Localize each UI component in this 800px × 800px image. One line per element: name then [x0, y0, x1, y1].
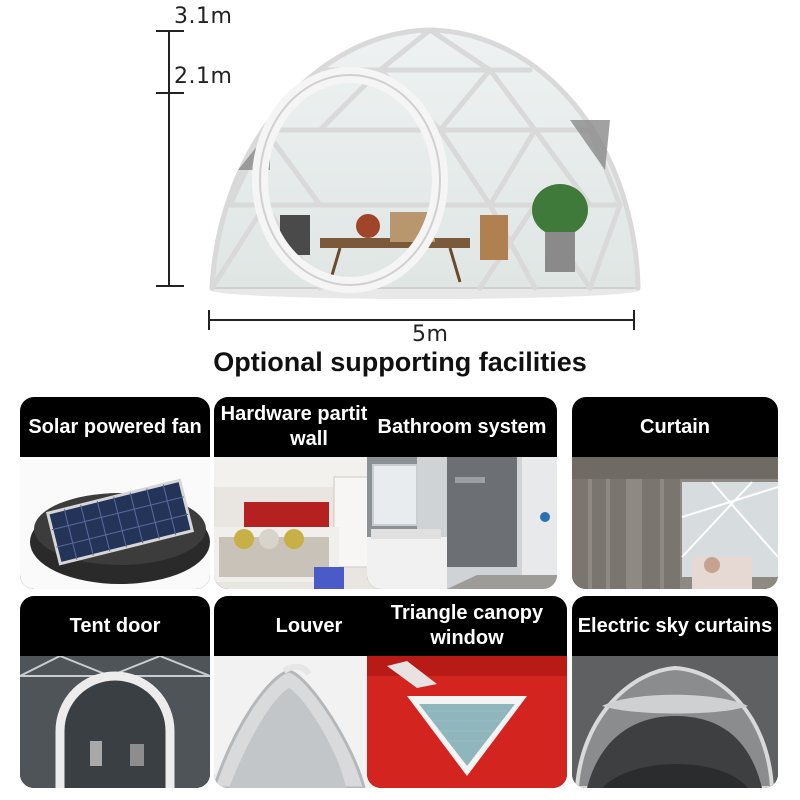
- curtain-icon: [572, 457, 778, 589]
- section-heading: Optional supporting facilities: [213, 347, 587, 377]
- height-tick-top: [156, 30, 184, 32]
- facility-label: Triangle canopy window: [390, 602, 544, 649]
- diameter-tick-left: [208, 310, 210, 330]
- tent-door-icon: [20, 656, 210, 788]
- facility-label: Hardware partition wall: [220, 403, 398, 450]
- height-total-label: 3.1m: [174, 4, 233, 29]
- bathroom-icon: [367, 457, 557, 589]
- solar-fan-icon: [20, 457, 210, 589]
- facility-card-solar-fan: Solar powered fan: [20, 397, 210, 589]
- facility-card-louver: Louver: [214, 596, 404, 788]
- facility-card-tent-door: Tent door: [20, 596, 210, 788]
- facility-label: Louver: [275, 614, 343, 637]
- geodesic-dome-image: [209, 27, 641, 299]
- dome-hero: 3.1m 2.1m: [0, 0, 800, 350]
- facility-card-curtain: Curtain: [572, 397, 778, 589]
- facility-label: Solar powered fan: [28, 415, 202, 438]
- facility-label: Electric sky curtains: [577, 614, 773, 637]
- facility-card-triangle-window: Triangle canopy window: [367, 596, 567, 788]
- facility-card-sky-curtain: Electric sky curtains: [572, 596, 778, 788]
- sky-curtain-icon: [572, 656, 778, 788]
- diameter-dimension-line: [209, 319, 634, 321]
- facility-label: Tent door: [69, 614, 161, 637]
- height-dimension-line: [168, 30, 170, 286]
- height-tick-bottom: [156, 285, 184, 287]
- height-wall-label: 2.1m: [174, 64, 233, 89]
- facility-label: Curtain: [640, 415, 710, 438]
- diameter-tick-right: [633, 310, 635, 330]
- diameter-label: 5m: [412, 322, 449, 347]
- facility-card-bathroom: Bathroom system: [367, 397, 557, 589]
- facility-label: Bathroom system: [377, 415, 547, 438]
- height-tick-mid: [156, 92, 184, 94]
- triangle-window-icon: [367, 656, 567, 788]
